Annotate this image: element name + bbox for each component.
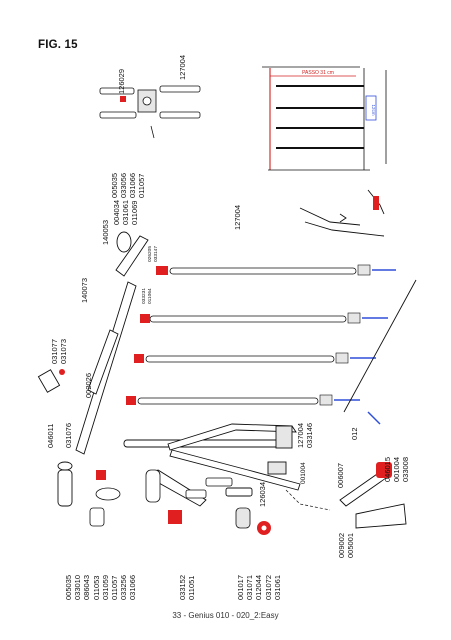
top-joint-assembly [99, 85, 201, 139]
part-number: 011057 [110, 575, 120, 600]
part-number: 033256 [119, 574, 129, 600]
elbow-bolt [59, 369, 65, 375]
part-number: 011069 [130, 200, 139, 225]
part-number: 001004 [392, 456, 401, 482]
dashed-guide [285, 489, 331, 511]
part-number: 031076 [64, 422, 73, 448]
part-number: 009002 [337, 532, 346, 558]
part-number: 001017 [236, 574, 245, 600]
part-number: 033010 [73, 574, 83, 600]
part-number: 004034 [112, 199, 121, 225]
part-number: 046015 [383, 456, 392, 482]
callout-012: 012 [350, 427, 359, 440]
bolt-assemblies [334, 269, 396, 425]
part-number: 011051 [187, 575, 197, 600]
part-number: 005001 [346, 532, 355, 558]
part-number: 127004 [296, 422, 305, 448]
callout-006007: 006007 [336, 462, 345, 488]
right-leg [339, 279, 417, 529]
callout-126029: 126029 [117, 68, 126, 94]
hook-sketch [299, 189, 385, 237]
ladder-step-label: 12cm [371, 104, 376, 115]
callout-upper-mid-small-2: 033231 011064 [142, 288, 154, 304]
part-number: 031061 [272, 574, 282, 600]
crossbars [137, 267, 357, 405]
part-number: 033147 [154, 245, 159, 262]
part-number: 005035 [110, 172, 119, 198]
callout-140073: 140073 [80, 277, 89, 303]
callout-upper-mid-small: 026205 033147 [148, 246, 160, 262]
part-number: 031077 [50, 338, 59, 364]
callout-001004: 001004 [300, 462, 307, 484]
part-number: 033008 [401, 456, 410, 482]
callout-bottom-col2: 033152 011051 [178, 575, 196, 600]
part-number: 031072 [263, 574, 273, 600]
callout-elbow-group: 031077 031073 [50, 339, 68, 364]
part-number: 033056 [119, 172, 128, 198]
ladder-pitch-label: PASSO 31 cm [302, 70, 334, 76]
main-frame [123, 423, 301, 507]
callout-127004-long: 127004 [233, 204, 242, 230]
callout-upper-mid: 004034 031061 011069 [112, 200, 139, 225]
part-number: 005035 [64, 574, 73, 600]
part-number: 012044 [254, 574, 264, 600]
figure-title: FIG. 15 [38, 39, 78, 51]
callout-right-group: 046015 001004 033008 [383, 457, 410, 482]
part-number: 031071 [245, 574, 255, 600]
part-number: 011057 [137, 173, 146, 198]
callout-126034: 126034 [258, 481, 267, 507]
page-footer: 33 - Genius 010 - 020_2:Easy [172, 611, 279, 620]
callout-frame-127004: 127004 033146 [296, 423, 314, 448]
ladder-detail-sketch [262, 66, 387, 171]
part-number: 086043 [82, 574, 92, 600]
part-number: 031066 [128, 574, 138, 600]
callout-140053: 140053 [101, 219, 110, 245]
callout-top-group: 005035 033056 031066 011057 [110, 173, 146, 198]
part-number: 011053 [91, 575, 101, 600]
pad-tubes [37, 231, 149, 507]
callout-left-group: 046011 031076 [42, 423, 78, 448]
callout-bottom-col1: 005035 033010 086043 011053 031059 01105… [64, 575, 138, 600]
part-number: 031061 [121, 199, 130, 225]
part-number: 033146 [305, 422, 314, 448]
part-number: 011064 [148, 288, 153, 304]
bottom-small-parts [89, 469, 271, 535]
callout-127004-top: 127004 [178, 54, 187, 80]
part-number: 046011 [46, 423, 55, 448]
part-number: 031073 [59, 338, 68, 364]
part-number: 033152 [178, 574, 187, 600]
callout-002026: 002026 [84, 372, 93, 398]
part-number: 031059 [100, 574, 110, 600]
callout-bottom-col3: 001017 031071 012044 031072 031061 [236, 575, 282, 600]
crossbar-endcaps [126, 264, 371, 406]
part-number: 031066 [128, 172, 137, 198]
callout-foot-group: 009002 005001 [337, 533, 355, 558]
